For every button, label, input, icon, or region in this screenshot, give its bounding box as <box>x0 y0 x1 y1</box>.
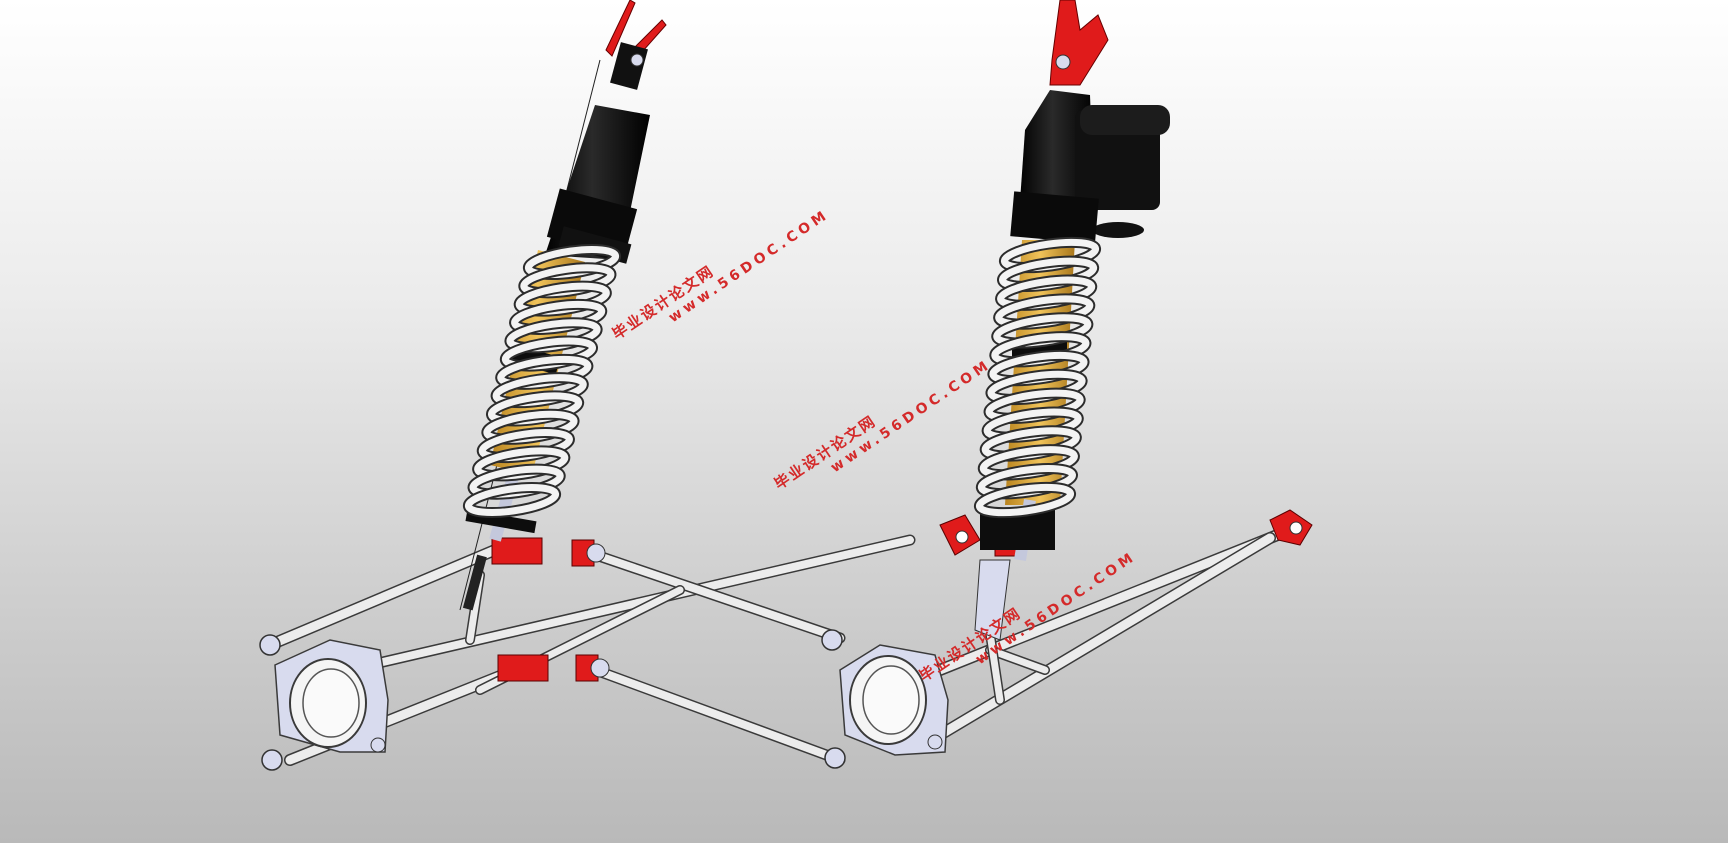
rod-end-mounts <box>491 509 1313 682</box>
left-coilover-shock <box>459 0 667 611</box>
left-top-clevis <box>605 0 667 90</box>
left-hub-carrier <box>259 634 389 771</box>
right-coil-spring <box>973 236 1102 519</box>
spring-coil-highlight <box>464 484 560 516</box>
left-coil-spring <box>462 244 622 518</box>
right-coilover-shock <box>973 0 1170 641</box>
right-hub-carrier <box>821 629 949 769</box>
right-top-clevis <box>1049 0 1109 86</box>
spring-coil-highlight <box>975 483 1075 517</box>
wishbone-arms <box>264 524 1296 766</box>
